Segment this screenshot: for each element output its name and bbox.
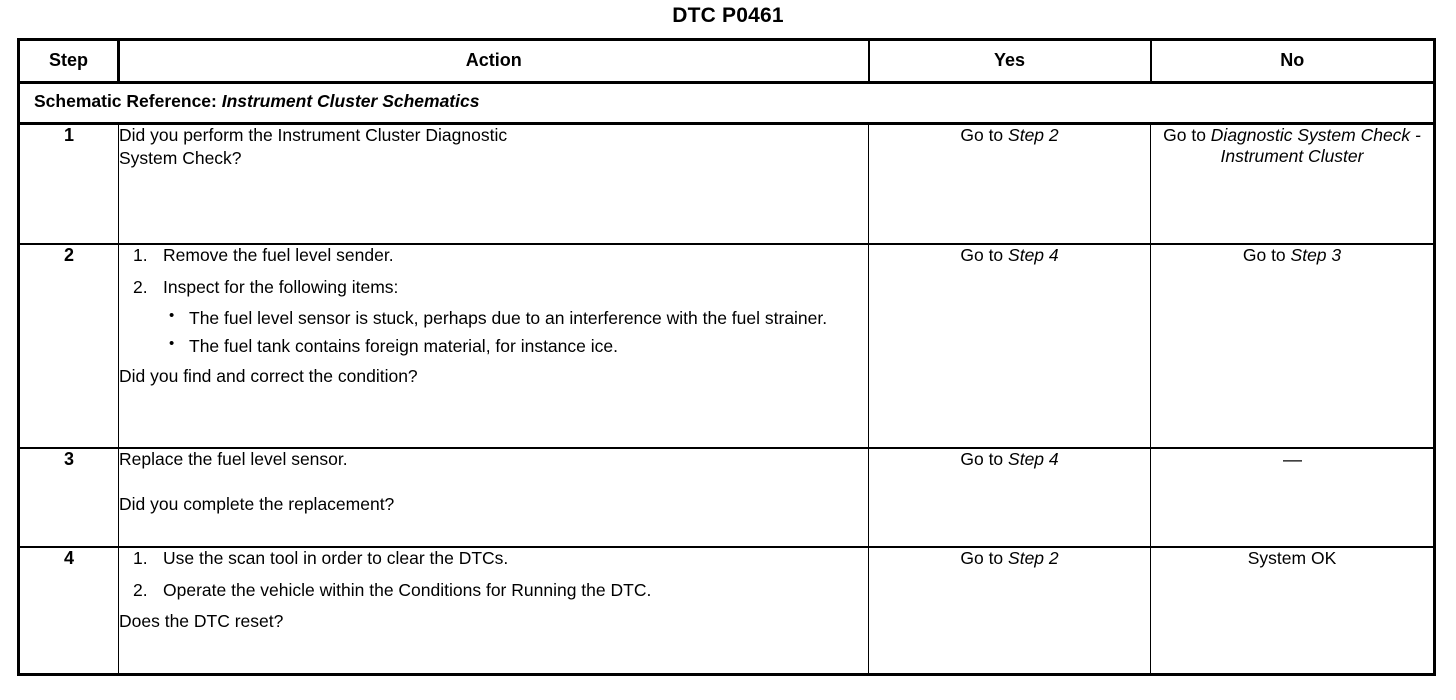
diagnostic-table: Step Action Yes No Schematic Reference: … xyxy=(17,38,1436,676)
action-question: Did you complete the replacement? xyxy=(119,494,395,515)
no-prefix: Go to xyxy=(1242,245,1291,265)
no-reference: Diagnostic System Check - Instrument Clu… xyxy=(1210,125,1421,167)
action-numbered-list: Use the scan tool in order to clear the … xyxy=(119,548,868,602)
action-cell: Did you perform the Instrument Cluster D… xyxy=(118,122,869,245)
yes-prefix: Go to xyxy=(960,449,1009,469)
step-number: 2 xyxy=(18,243,119,449)
yes-cell: Go to Step 2 xyxy=(868,122,1151,245)
list-item: The fuel level sensor is stuck, perhaps … xyxy=(163,307,868,329)
schematic-reference-cell: Schematic Reference: Instrument Cluster … xyxy=(18,82,1435,125)
action-line: Did you perform the Instrument Cluster D… xyxy=(119,125,508,145)
yes-prefix: Go to xyxy=(960,245,1009,265)
table-header-row: Step Action Yes No xyxy=(18,39,1435,84)
step-number: 3 xyxy=(18,447,119,548)
yes-cell: Go to Step 2 xyxy=(868,546,1151,676)
list-item: Use the scan tool in order to clear the … xyxy=(133,548,509,570)
table-row: 2 Remove the fuel level sender. Inspect … xyxy=(18,243,1435,449)
list-item: The fuel tank contains foreign material,… xyxy=(163,335,868,357)
table-row: 1 Did you perform the Instrument Cluster… xyxy=(18,122,1435,245)
yes-reference: Step 2 xyxy=(1008,125,1059,145)
schematic-reference-row: Schematic Reference: Instrument Cluster … xyxy=(18,82,1435,125)
action-spacer xyxy=(119,472,868,494)
list-item: Remove the fuel level sender. xyxy=(133,245,394,267)
action-cell: Replace the fuel level sensor. Did you c… xyxy=(118,447,869,548)
table-row: 4 Use the scan tool in order to clear th… xyxy=(18,546,1435,676)
no-cell: Go to Diagnostic System Check - Instrume… xyxy=(1150,122,1435,245)
step-number: 1 xyxy=(18,122,119,245)
schematic-reference-label: Schematic Reference: xyxy=(34,91,217,112)
action-line: System Check? xyxy=(119,148,242,169)
action-line: Replace the fuel level sensor. xyxy=(119,449,348,469)
table-row: 3 Replace the fuel level sensor. Did you… xyxy=(18,447,1435,548)
no-cell: Go to Step 3 xyxy=(1150,243,1435,449)
column-header-step: Step xyxy=(18,39,120,84)
no-prefix: System OK xyxy=(1247,548,1337,568)
no-prefix: — xyxy=(1283,450,1302,471)
yes-prefix: Go to xyxy=(960,548,1009,568)
yes-cell: Go to Step 4 xyxy=(868,243,1151,449)
action-cell: Use the scan tool in order to clear the … xyxy=(118,546,869,676)
column-header-action: Action xyxy=(118,39,870,84)
action-cell: Remove the fuel level sender. Inspect fo… xyxy=(118,243,869,449)
no-prefix: Go to xyxy=(1163,125,1211,145)
yes-reference: Step 4 xyxy=(1008,245,1059,265)
list-item: Operate the vehicle within the Condition… xyxy=(133,580,652,602)
action-question: Does the DTC reset? xyxy=(119,610,284,631)
yes-reference: Step 4 xyxy=(1008,449,1059,469)
yes-reference: Step 2 xyxy=(1008,548,1059,568)
column-header-yes: Yes xyxy=(868,39,1152,84)
list-item-label: Inspect for the following items: xyxy=(163,277,399,298)
no-cell: System OK xyxy=(1150,546,1435,676)
no-reference: Step 3 xyxy=(1290,245,1342,265)
no-cell: — xyxy=(1150,447,1435,548)
action-numbered-list: Remove the fuel level sender. Inspect fo… xyxy=(119,245,868,357)
yes-prefix: Go to xyxy=(960,125,1009,145)
list-item: Inspect for the following items: The fue… xyxy=(119,277,868,357)
action-bullet-list: The fuel level sensor is stuck, perhaps … xyxy=(163,307,868,358)
step-number: 4 xyxy=(18,546,119,676)
yes-cell: Go to Step 4 xyxy=(868,447,1151,548)
schematic-reference-value: Instrument Cluster Schematics xyxy=(221,91,480,112)
column-header-no: No xyxy=(1150,39,1435,84)
page-title: DTC P0461 xyxy=(672,4,784,27)
action-question: Did you find and correct the condition? xyxy=(119,366,418,387)
